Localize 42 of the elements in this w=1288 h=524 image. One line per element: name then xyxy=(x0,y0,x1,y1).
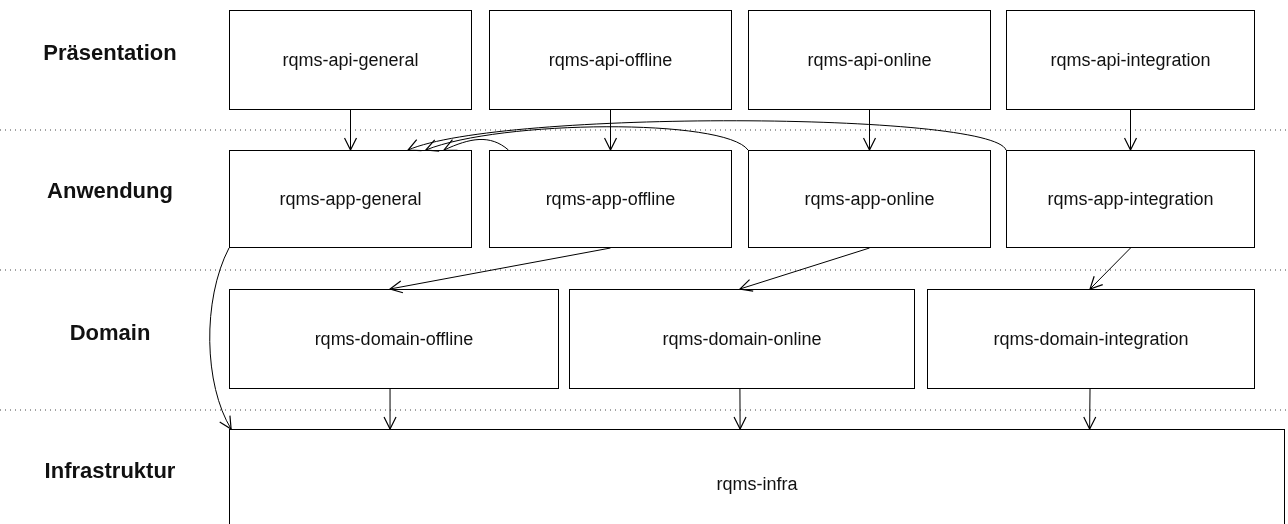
arrow xyxy=(209,247,232,430)
module-box xyxy=(1006,150,1255,248)
module-name: rqms-app-online xyxy=(804,188,935,210)
arrow xyxy=(343,109,358,151)
arrow xyxy=(389,247,611,294)
arrow xyxy=(739,247,870,292)
module-name: rqms-infra xyxy=(716,473,798,495)
module-name: rqms-app-offline xyxy=(545,188,676,210)
arrow xyxy=(383,388,397,430)
arrow xyxy=(425,126,749,153)
arrow xyxy=(862,109,877,151)
arrow xyxy=(1123,109,1138,151)
arrow xyxy=(603,109,618,151)
arrow xyxy=(443,139,509,152)
layer-label: Infrastruktur xyxy=(43,458,177,484)
module-name: rqms-app-general xyxy=(279,188,422,210)
layer-label: Anwendung xyxy=(46,178,174,204)
module-box xyxy=(1006,10,1255,110)
module-box xyxy=(748,150,991,248)
module-box xyxy=(489,10,732,110)
module-box xyxy=(489,150,732,248)
arrow xyxy=(1083,388,1097,430)
module-box xyxy=(927,289,1255,389)
arrow xyxy=(1089,247,1131,290)
module-name: rqms-domain-offline xyxy=(314,328,474,350)
module-box xyxy=(229,150,472,248)
module-box xyxy=(748,10,991,110)
module-name: rqms-api-offline xyxy=(548,49,673,71)
module-name: rqms-api-integration xyxy=(1050,49,1211,71)
arrow xyxy=(733,388,747,430)
module-name: rqms-domain-integration xyxy=(993,328,1189,350)
layer-label: Domain xyxy=(68,320,152,346)
module-box xyxy=(229,289,559,389)
module-name: rqms-app-integration xyxy=(1047,188,1214,210)
module-box xyxy=(229,429,1285,524)
module-box xyxy=(569,289,915,389)
layer-label: Präsentation xyxy=(42,40,178,66)
arrow xyxy=(407,120,1007,153)
module-name: rqms-api-general xyxy=(282,49,419,71)
module-box xyxy=(229,10,472,110)
module-name: rqms-api-online xyxy=(807,49,932,71)
module-name: rqms-domain-online xyxy=(662,328,822,350)
